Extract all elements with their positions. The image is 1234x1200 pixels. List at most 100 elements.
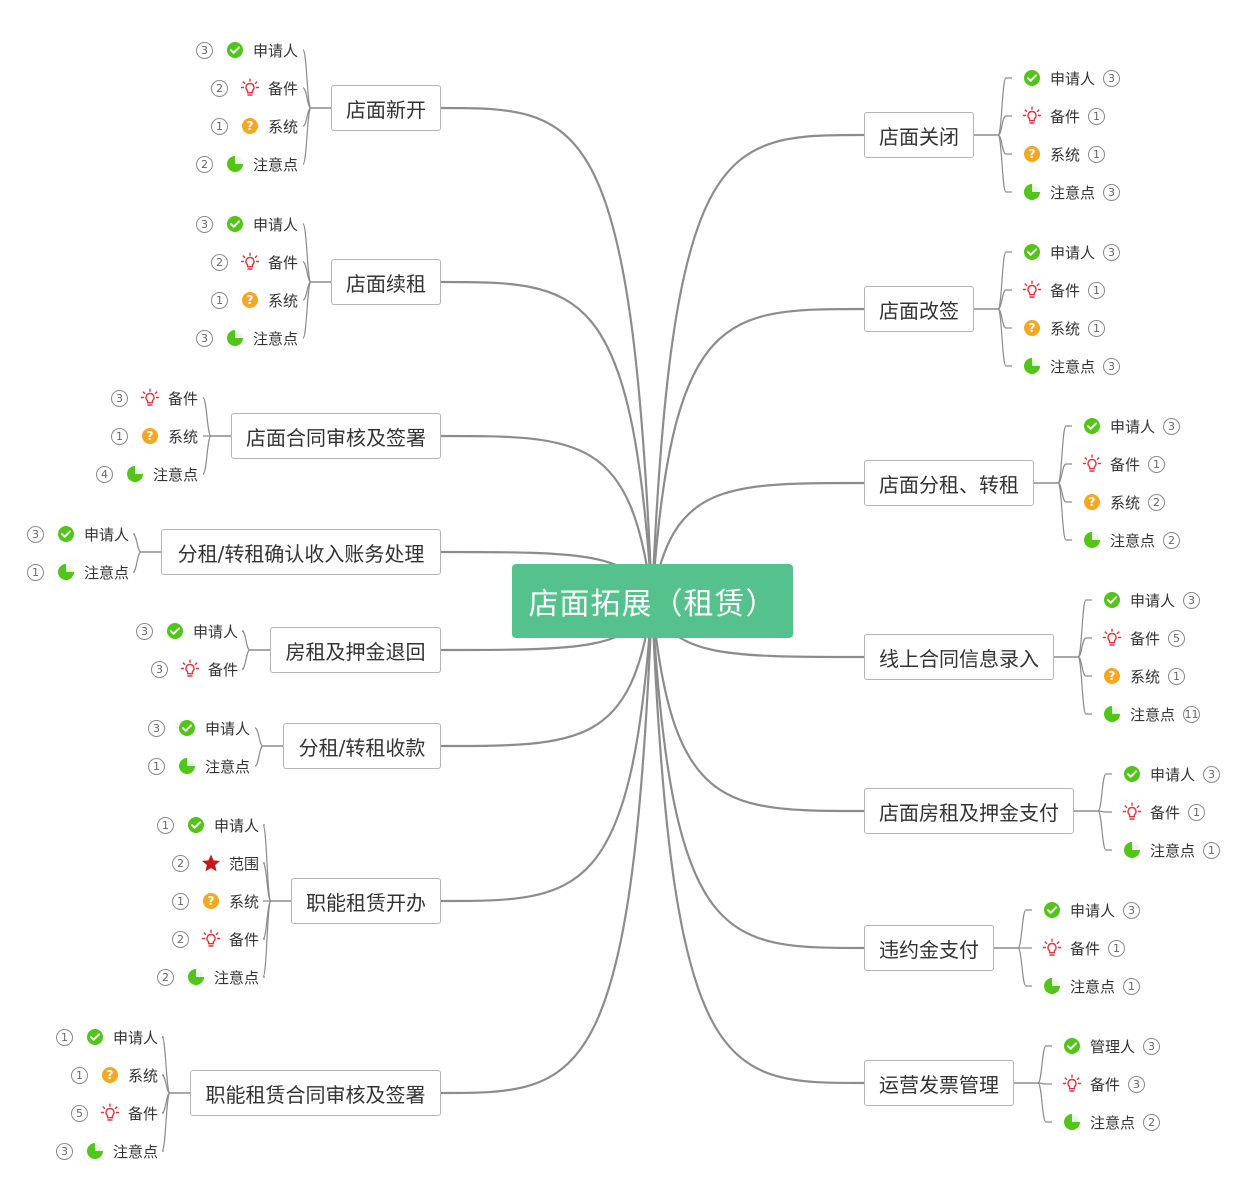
svg-text:?: ? — [147, 429, 154, 443]
count-badge: 4 — [96, 465, 113, 483]
right-topic-1[interactable]: 店面关闭 — [864, 112, 974, 158]
count-badge: 3 — [196, 329, 213, 347]
lightbulb-icon — [1082, 454, 1102, 474]
count-badge: 3 — [196, 41, 213, 59]
left-topic-4[interactable]: 分租/转租确认收入账务处理 — [161, 529, 441, 575]
count-badge: 1 — [1088, 107, 1106, 125]
left-topic-1[interactable]: 店面新开 — [331, 85, 441, 131]
leaf-label: 申请人 — [1050, 69, 1096, 88]
count-badge: 11 — [1183, 705, 1201, 723]
left-topic-2[interactable]: 店面续租 — [331, 259, 441, 305]
left-topic-5[interactable]: 房租及押金退回 — [270, 627, 441, 673]
right-topic-5[interactable]: 店面房租及押金支付 — [864, 788, 1074, 834]
question-circle-icon: ? — [100, 1065, 120, 1085]
leaf-label: 申请人 — [1130, 591, 1176, 610]
leaf-label: 备件 — [268, 79, 299, 98]
count-badge: 3 — [56, 1142, 73, 1160]
right-topic-3[interactable]: 店面分租、转租 — [864, 460, 1034, 506]
leaf-item-3-2[interactable]: 1?系统 — [105, 424, 200, 448]
leaf-item-2-3[interactable]: 1?系统 — [205, 288, 300, 312]
right-topic-6[interactable]: 违约金支付 — [864, 925, 994, 971]
leaf-label: 系统 — [1110, 493, 1141, 512]
lightbulb-icon — [1062, 1074, 1082, 1094]
leaf-label: 申请人 — [253, 215, 299, 234]
check-circle-icon — [1042, 900, 1062, 920]
left-topic-3[interactable]: 店面合同审核及签署 — [231, 413, 441, 459]
leaf-label: 备件 — [1050, 281, 1081, 300]
right-topic-2[interactable]: 店面改签 — [864, 286, 974, 332]
right-topic-4[interactable]: 线上合同信息录入 — [864, 634, 1054, 680]
count-badge: 1 — [56, 1028, 73, 1046]
question-circle-icon: ? — [1022, 144, 1042, 164]
count-badge: 2 — [196, 155, 213, 173]
left-topic-8[interactable]: 职能租赁合同审核及签署 — [190, 1070, 441, 1116]
count-badge: 2 — [211, 253, 228, 271]
leaf-label: 系统 — [1050, 145, 1081, 164]
count-badge: 1 — [157, 816, 174, 834]
count-badge: 2 — [1148, 493, 1166, 511]
count-badge: 3 — [1203, 765, 1221, 783]
leaf-item-r4-1[interactable]: 申请人 3 — [1096, 588, 1206, 612]
leaf-label: 范围 — [229, 854, 260, 873]
pie-progress-icon — [85, 1141, 105, 1161]
leaf-item-1-3[interactable]: 1?系统 — [205, 114, 300, 138]
root-topic[interactable]: 店面拓展（租赁） — [512, 564, 793, 638]
left-topic-7[interactable]: 职能租赁开办 — [291, 878, 441, 924]
right-topic-7[interactable]: 运营发票管理 — [864, 1060, 1014, 1106]
check-circle-icon — [1122, 764, 1142, 784]
count-badge: 1 — [148, 757, 165, 775]
leaf-item-8-2[interactable]: 1?系统 — [65, 1063, 160, 1087]
count-badge: 3 — [1183, 591, 1201, 609]
check-circle-icon — [225, 214, 245, 234]
leaf-label: 备件 — [1110, 455, 1141, 474]
leaf-label: 注意点 — [214, 968, 260, 987]
left-topic-6[interactable]: 分租/转租收款 — [283, 723, 441, 769]
leaf-item-7-3[interactable]: 1?系统 — [166, 889, 261, 913]
